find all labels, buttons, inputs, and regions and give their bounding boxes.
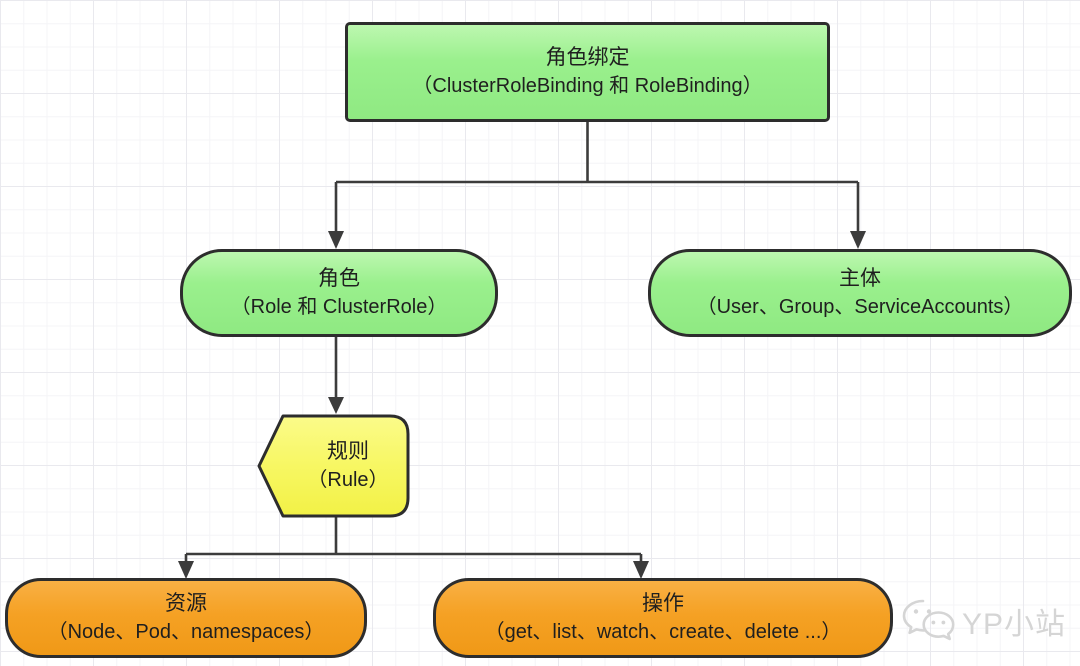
node-rule-title: 规则 <box>326 440 369 463</box>
node-operation-subtitle: （get、list、watch、create、delete ...） <box>484 621 842 643</box>
node-subject: 主体 （User、Group、ServiceAccounts） <box>648 249 1072 337</box>
arrowhead-role <box>328 231 344 249</box>
node-role-binding-subtitle: （ClusterRoleBinding 和 RoleBinding） <box>412 75 763 97</box>
node-role-binding: 角色绑定 （ClusterRoleBinding 和 RoleBinding） <box>345 22 830 122</box>
arrowhead-resource <box>178 561 194 579</box>
node-operation-title: 操作 <box>642 592 684 615</box>
arrowhead-rule <box>328 397 344 414</box>
node-rule: 规则 （Rule） <box>256 412 414 520</box>
rule-pentagon-shape <box>257 414 410 518</box>
node-role: 角色 （Role 和 ClusterRole） <box>180 249 498 337</box>
node-resource: 资源 （Node、Pod、namespaces） <box>5 578 367 658</box>
node-rule-subtitle: （Rule） <box>307 469 389 491</box>
node-subject-subtitle: （User、Group、ServiceAccounts） <box>696 296 1024 318</box>
node-role-subtitle: （Role 和 ClusterRole） <box>230 296 448 318</box>
node-role-title: 角色 <box>318 267 360 290</box>
arrowhead-subject <box>850 231 866 249</box>
node-role-binding-title: 角色绑定 <box>545 46 630 69</box>
node-operation: 操作 （get、list、watch、create、delete ...） <box>433 578 893 658</box>
arrowhead-operation <box>633 561 649 579</box>
watermark-label: YP小站 <box>962 608 1067 641</box>
node-resource-subtitle: （Node、Pod、namespaces） <box>47 621 325 643</box>
watermark: YP小站 <box>901 598 1066 644</box>
node-subject-title: 主体 <box>839 267 881 290</box>
wechat-icon <box>902 599 955 641</box>
node-resource-title: 资源 <box>165 592 207 615</box>
